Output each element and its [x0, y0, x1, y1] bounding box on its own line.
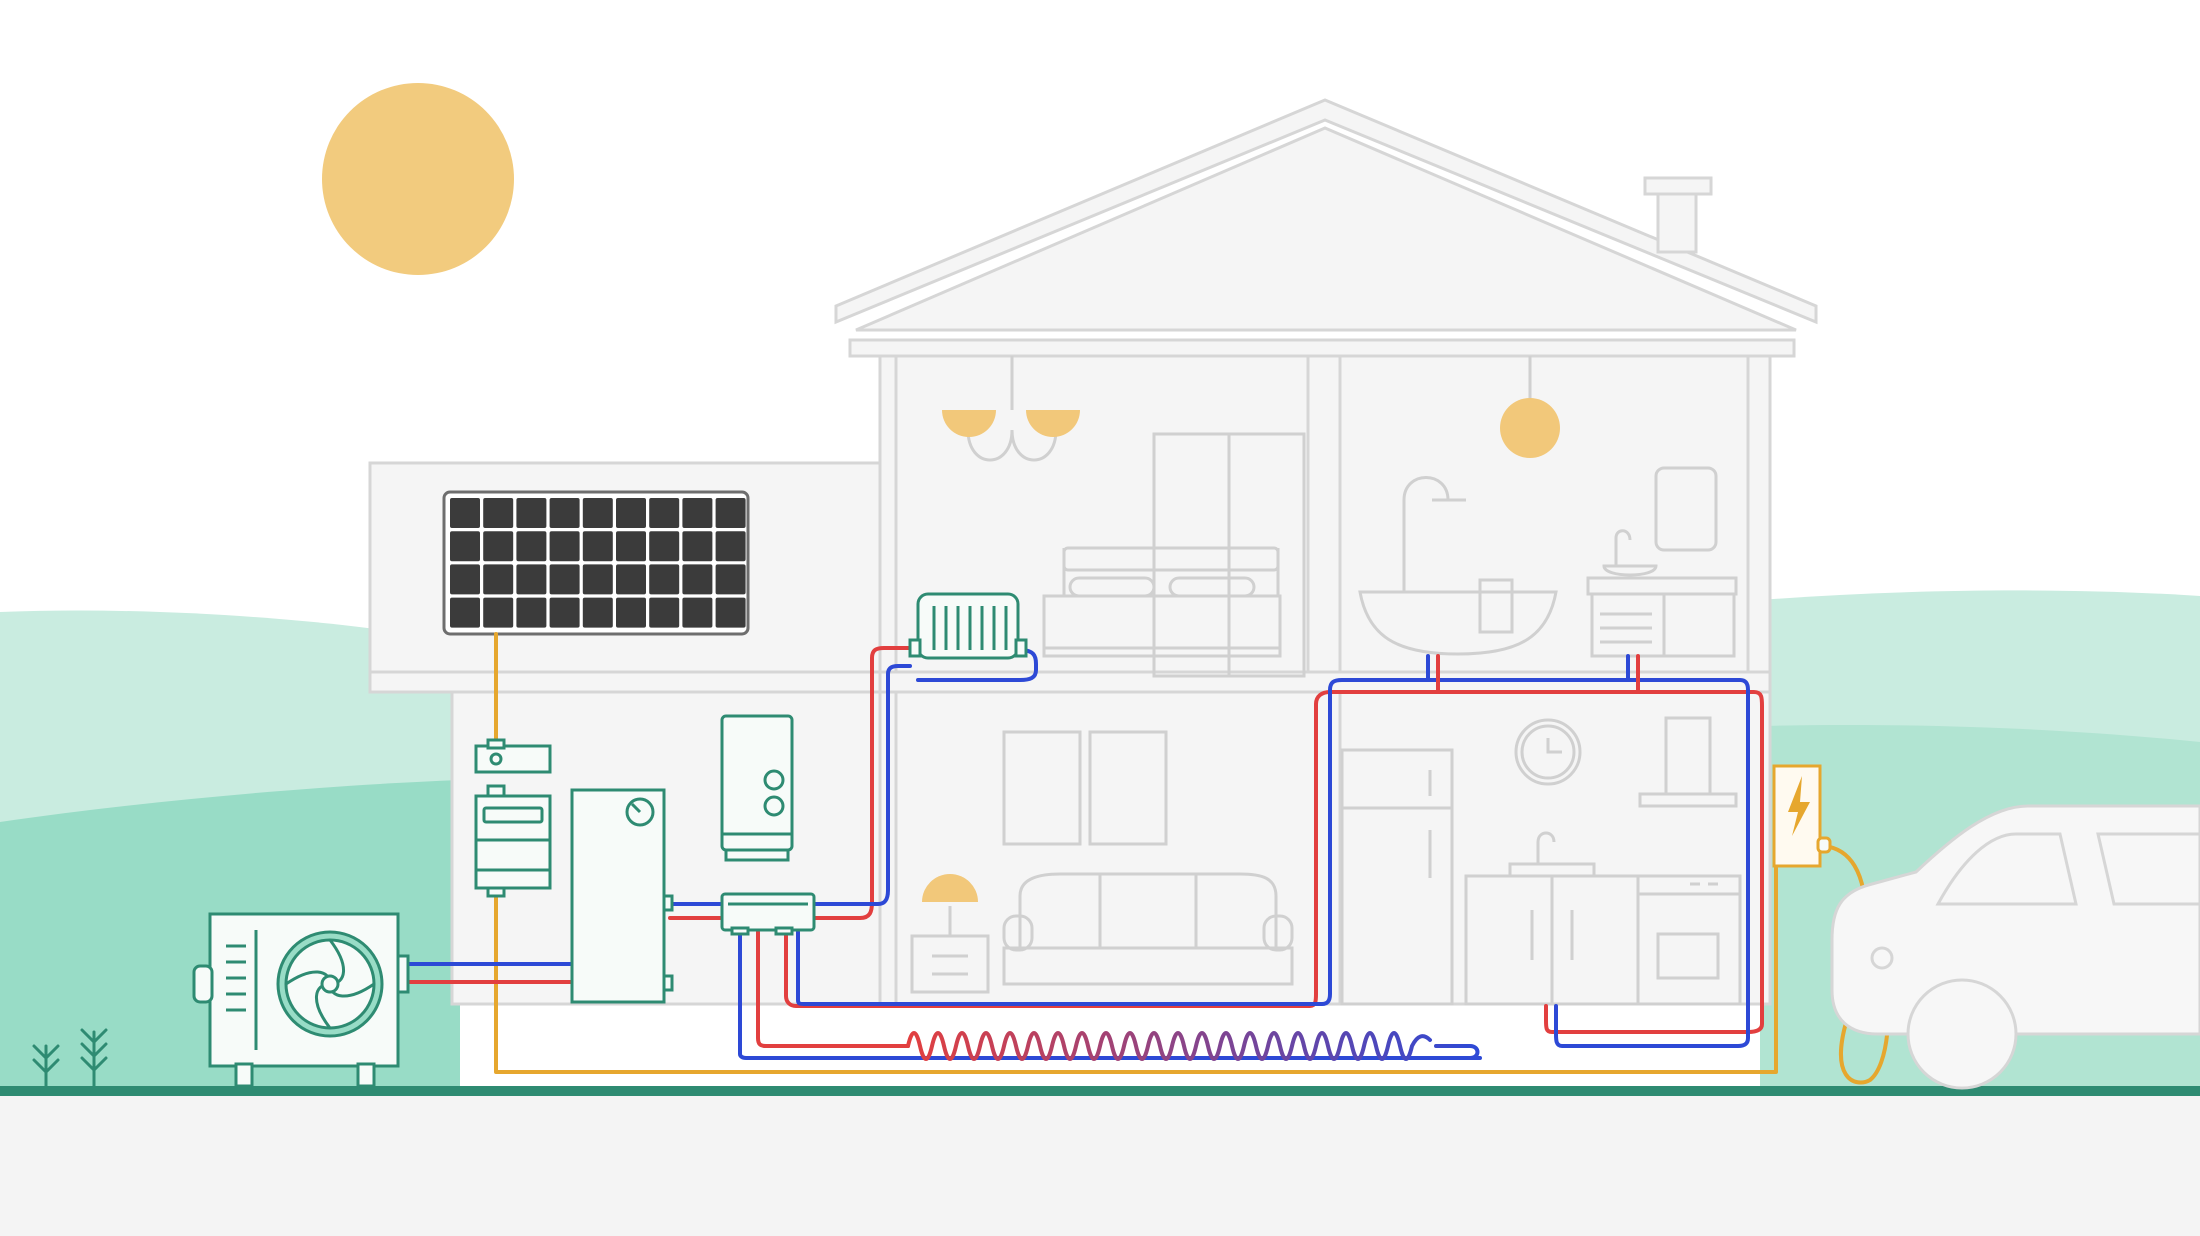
- eave-beam: [850, 340, 1794, 356]
- gauge-icon: [765, 771, 783, 789]
- sun-icon: [322, 83, 514, 275]
- solar-cell: [682, 498, 712, 528]
- solar-cell: [550, 498, 580, 528]
- solar-cell: [616, 498, 646, 528]
- solar-cell: [516, 531, 546, 561]
- solar-cell: [649, 598, 679, 628]
- solar-cell: [550, 598, 580, 628]
- underfloor-heating-coil: [908, 1033, 1478, 1059]
- ground: [0, 1090, 2200, 1236]
- heat-pump-fan-icon: [278, 932, 382, 1036]
- solar-cell: [450, 564, 480, 594]
- ground-line: [0, 1086, 2200, 1096]
- solar-cell: [649, 564, 679, 594]
- solar-cell: [483, 598, 513, 628]
- solar-cell: [516, 498, 546, 528]
- solar-cell: [450, 531, 480, 561]
- solar-cell: [716, 598, 746, 628]
- solar-cell: [483, 531, 513, 561]
- heating-manifold: [722, 894, 814, 934]
- ceiling-lamp-pendant: [1500, 398, 1560, 458]
- solar-cell: [716, 498, 746, 528]
- solar-cell: [716, 531, 746, 561]
- hot-water-tank: [572, 790, 672, 1002]
- solar-cell: [716, 564, 746, 594]
- radiator: [910, 594, 1026, 658]
- solar-cell: [583, 531, 613, 561]
- solar-cell: [682, 598, 712, 628]
- solar-cell: [583, 498, 613, 528]
- solar-cell: [616, 564, 646, 594]
- heat-pump-unit: [194, 914, 408, 1086]
- chimney-cap: [1645, 178, 1711, 194]
- solar-cell: [516, 564, 546, 594]
- solar-cell: [682, 564, 712, 594]
- solar-cell: [649, 498, 679, 528]
- gauge-icon: [765, 797, 783, 815]
- solar-cell: [550, 531, 580, 561]
- solar-cell: [616, 531, 646, 561]
- solar-cell: [616, 598, 646, 628]
- boiler: [722, 716, 792, 860]
- solar-cell: [450, 498, 480, 528]
- solar-cell: [583, 564, 613, 594]
- garage-roof-slab: [370, 672, 880, 692]
- solar-cell: [450, 598, 480, 628]
- attic: [856, 128, 1796, 330]
- solar-cell: [483, 564, 513, 594]
- electricity-meter: [476, 740, 550, 896]
- chimney-stack: [1658, 192, 1696, 252]
- solar-cell: [583, 598, 613, 628]
- car-wheel: [1908, 980, 2016, 1088]
- solar-cell: [550, 564, 580, 594]
- solar-cell: [682, 531, 712, 561]
- solar-panel-icon: [444, 492, 748, 634]
- car-charge-port: [1872, 948, 1892, 968]
- solar-cell: [516, 598, 546, 628]
- solar-cell: [649, 531, 679, 561]
- car-window-rear: [2098, 834, 2200, 904]
- solar-cell: [483, 498, 513, 528]
- center-wall: [1308, 356, 1340, 672]
